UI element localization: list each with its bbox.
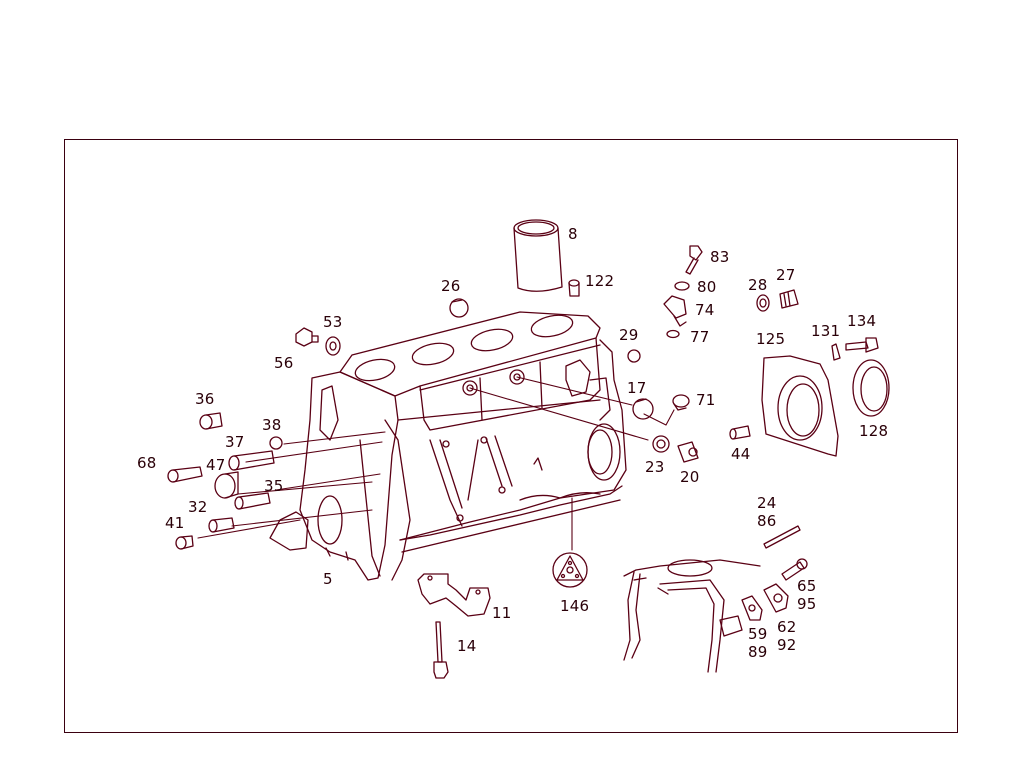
part-83-bolt-icon: [685, 245, 703, 275]
part-28-ring-icon: [756, 294, 770, 312]
callout-59-89: 59 89: [748, 625, 768, 661]
part-29-ball-icon: [627, 349, 641, 363]
crankcase-section-icon: [623, 559, 761, 673]
part-14-bolt-icon: [433, 621, 449, 679]
part-125-cover-icon: [761, 355, 839, 457]
part-131-clip-icon: [831, 343, 841, 361]
part-59-gasket-icon: [741, 595, 763, 621]
part-35-pin-icon: [234, 492, 271, 510]
callout-5: 5: [323, 570, 333, 588]
diagram-frame: [64, 139, 958, 733]
callout-65-95: 65 95: [797, 577, 817, 613]
callout-134: 134: [847, 312, 877, 330]
callout-23: 23: [645, 458, 665, 476]
callout-71: 71: [696, 391, 716, 409]
callout-47: 47: [206, 456, 226, 474]
callout-146: 146: [560, 597, 590, 615]
callout-8: 8: [568, 225, 578, 243]
part-134-bolt-icon: [845, 337, 879, 353]
callout-77: 77: [690, 328, 710, 346]
part-36-plug-icon: [199, 412, 223, 430]
part-20-plug-icon: [677, 441, 699, 463]
part-8-cylinder-liner-icon: [513, 219, 563, 292]
callout-29: 29: [619, 326, 639, 344]
engine-block-icon: [269, 311, 627, 581]
part-71-plug-icon: [672, 394, 690, 411]
part-53-washer-icon: [325, 336, 341, 356]
part-65-bolt-icon: [781, 558, 808, 581]
part-80-washer-icon: [674, 281, 690, 291]
part-32-pin-icon: [208, 517, 235, 533]
callout-36: 36: [195, 390, 215, 408]
callout-11: 11: [492, 604, 512, 622]
callout-53: 53: [323, 313, 343, 331]
callout-56: 56: [274, 354, 294, 372]
callout-68: 68: [137, 454, 157, 472]
part-38-ball-icon: [269, 436, 283, 450]
part-146-flange-icon: [552, 552, 588, 588]
part-122-dowel-icon: [568, 279, 580, 297]
callout-62-92: 62 92: [777, 618, 797, 654]
callout-37: 37: [225, 433, 245, 451]
part-37-pin-icon: [228, 450, 275, 471]
part-17-plug-icon: [632, 398, 654, 420]
part-44-pin-icon: [729, 425, 751, 440]
part-77-washer-icon: [666, 329, 680, 339]
part-68-bolt-icon: [167, 466, 203, 483]
part-26-plug-icon: [449, 298, 469, 318]
callout-122: 122: [585, 272, 615, 290]
leader-lines: [197, 376, 675, 551]
callout-125: 125: [756, 330, 786, 348]
part-27-plug-icon: [779, 289, 799, 309]
callout-17: 17: [627, 379, 647, 397]
part-41-sleeve-icon: [175, 535, 194, 550]
part-62-fitting-icon: [763, 583, 789, 613]
callout-14: 14: [457, 637, 477, 655]
part-56-bolt-icon: [295, 327, 319, 347]
callout-74: 74: [695, 301, 715, 319]
callout-35: 35: [264, 477, 284, 495]
callout-24-86: 24 86: [757, 494, 777, 530]
callout-27: 27: [776, 266, 796, 284]
callout-131: 131: [811, 322, 841, 340]
part-11-bearing-cap-icon: [417, 573, 491, 617]
callout-80: 80: [697, 278, 717, 296]
callout-41: 41: [165, 514, 185, 532]
part-74-nozzle-icon: [663, 295, 687, 327]
callout-32: 32: [188, 498, 208, 516]
part-47-cap-icon: [214, 471, 239, 499]
callout-44: 44: [731, 445, 751, 463]
part-23-ring-icon: [652, 435, 670, 453]
callout-26: 26: [441, 277, 461, 295]
callout-38: 38: [262, 416, 282, 434]
callout-83: 83: [710, 248, 730, 266]
part-128-seal-icon: [852, 359, 890, 417]
callout-20: 20: [680, 468, 700, 486]
callout-128: 128: [859, 422, 889, 440]
callout-28: 28: [748, 276, 768, 294]
part-24-stud-icon: [763, 525, 801, 549]
